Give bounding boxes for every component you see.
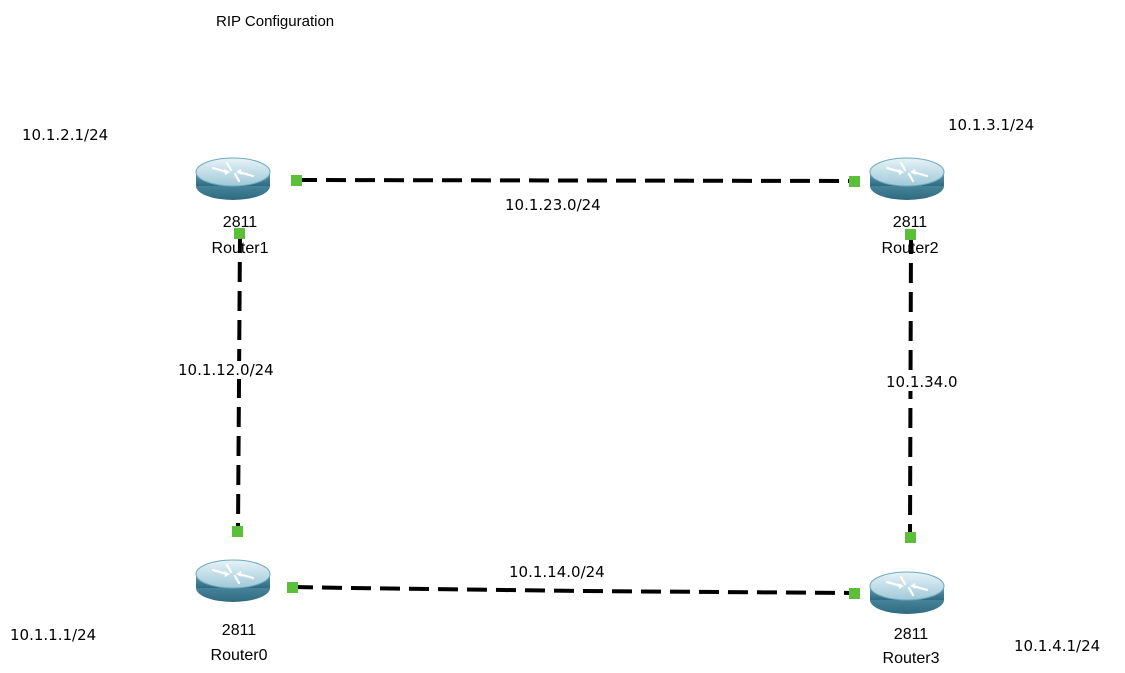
lan-label-router2: 10.1.3.1/24 <box>948 116 1035 134</box>
router0-model: 2811 <box>221 622 257 639</box>
link-r1-r2 <box>296 178 856 183</box>
lan-label-router0: 10.1.1.1/24 <box>10 626 97 644</box>
router2-model: 2811 <box>892 214 928 231</box>
port-indicator-r3-top <box>905 532 916 543</box>
router1-icon[interactable] <box>194 156 272 202</box>
router3-name[interactable]: Router3 <box>882 650 940 667</box>
port-indicator-r2-bottom <box>905 229 916 240</box>
link-label-r2-r3: 10.1.34.0 <box>886 373 958 391</box>
port-indicator-r1-bottom <box>234 228 245 239</box>
router0-name[interactable]: Router0 <box>210 647 268 664</box>
port-indicator-r0-top <box>232 526 243 537</box>
router0-icon[interactable] <box>194 558 272 604</box>
link-r1-r0 <box>236 232 242 532</box>
router3-model: 2811 <box>893 626 929 643</box>
port-indicator-r2-left <box>849 176 860 187</box>
router1-model: 2811 <box>222 214 258 231</box>
port-indicator-r1-right <box>291 175 302 186</box>
link-label-r0-r3: 10.1.14.0/24 <box>509 563 605 581</box>
link-r0-r3 <box>292 585 856 595</box>
router2-name[interactable]: Router2 <box>881 240 939 257</box>
lan-label-router1: 10.1.2.1/24 <box>22 126 109 144</box>
port-indicator-r0-right <box>287 582 298 593</box>
port-indicator-r3-left <box>849 588 860 599</box>
link-label-r1-r0: 10.1.12.0/24 <box>178 361 274 379</box>
lan-label-router3: 10.1.4.1/24 <box>1014 637 1101 655</box>
router3-icon[interactable] <box>868 570 946 616</box>
diagram-title: RIP Configuration <box>216 13 335 30</box>
link-label-r1-r2: 10.1.23.0/24 <box>505 196 601 214</box>
router2-icon[interactable] <box>868 156 946 202</box>
router1-name[interactable]: Router1 <box>211 240 269 257</box>
